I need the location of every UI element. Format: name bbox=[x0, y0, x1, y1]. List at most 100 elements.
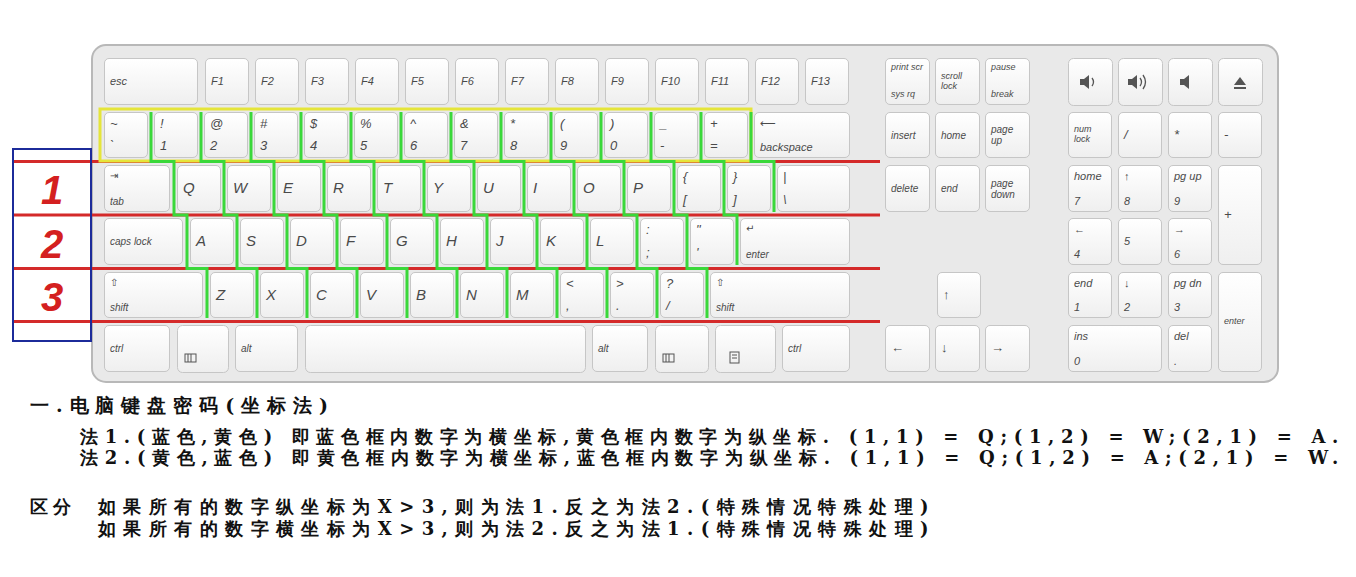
key-legend: 3 bbox=[1174, 301, 1206, 313]
key-cap: C bbox=[310, 272, 354, 318]
key-cap: ↑8 bbox=[1118, 165, 1162, 212]
key-legend: ` bbox=[110, 139, 142, 153]
key-legend: L bbox=[596, 233, 628, 250]
key-legend: T bbox=[383, 180, 415, 197]
key-cap: #3 bbox=[254, 112, 298, 158]
key-cap: / bbox=[1118, 112, 1162, 158]
key-legend: . bbox=[1174, 355, 1206, 367]
speaker-icon bbox=[1128, 75, 1137, 89]
key-legend: ] bbox=[733, 193, 765, 207]
key-cap: ↓ bbox=[935, 325, 980, 372]
key-legend: V bbox=[366, 287, 398, 304]
row-number: 1 bbox=[14, 168, 90, 212]
key-cap: D bbox=[290, 218, 334, 265]
sound-wave bbox=[1092, 78, 1094, 86]
key-cap: pg up9 bbox=[1168, 165, 1212, 212]
key-cap: esc bbox=[104, 58, 198, 105]
key-legend: & bbox=[460, 117, 492, 131]
key-legend: 5 bbox=[1124, 235, 1156, 247]
key-cap: ^6 bbox=[404, 112, 448, 158]
key-legend: S bbox=[246, 233, 278, 250]
eject-bar bbox=[1234, 87, 1246, 89]
key-cap: <, bbox=[560, 272, 604, 318]
key-legend: A bbox=[196, 233, 228, 250]
mute-key bbox=[1169, 59, 1213, 106]
key-cap: S bbox=[240, 218, 284, 265]
key-legend: F1 bbox=[211, 75, 243, 87]
key-legend: end bbox=[941, 183, 974, 194]
key-legend: ↑ bbox=[943, 288, 975, 302]
key-legend: Q bbox=[183, 180, 215, 197]
key-cap: M bbox=[510, 272, 554, 318]
key-cap: ↵enter bbox=[740, 218, 850, 265]
column-line bbox=[201, 112, 257, 318]
key-cap: page up bbox=[985, 112, 1030, 158]
key-legend: 6 bbox=[1174, 248, 1206, 260]
key-legend: - bbox=[660, 139, 692, 153]
key-cap: "' bbox=[690, 218, 734, 265]
key-legend: : bbox=[646, 223, 678, 237]
column-line bbox=[251, 112, 307, 318]
key-cap: H bbox=[440, 218, 484, 265]
key-legend: % bbox=[360, 117, 392, 131]
key-legend: . bbox=[616, 299, 648, 313]
eject-icon bbox=[1234, 77, 1246, 85]
sound-wave bbox=[1140, 75, 1146, 89]
key-legend: " bbox=[696, 223, 728, 237]
key-cap: ←4 bbox=[1068, 218, 1112, 265]
key-legend: num lock bbox=[1074, 125, 1106, 145]
key-legend: F11 bbox=[711, 75, 743, 87]
key-cap: enter bbox=[1218, 272, 1262, 372]
key-legend: ^ bbox=[410, 117, 442, 131]
key-legend: ctrl bbox=[110, 343, 164, 354]
key-cap: A bbox=[190, 218, 234, 265]
key-legend: ← bbox=[1074, 223, 1106, 235]
key-cap: print scrsys rq bbox=[885, 58, 930, 105]
key-legend: F10 bbox=[661, 75, 693, 87]
key-cap: delete bbox=[885, 165, 930, 212]
key-legend: 9 bbox=[1174, 195, 1206, 207]
key-cap: alt bbox=[235, 325, 298, 372]
key-legend: 4 bbox=[310, 139, 342, 153]
key-cap: Z bbox=[210, 272, 254, 318]
key-cap: F9 bbox=[605, 58, 649, 105]
key-cap: F2 bbox=[255, 58, 299, 105]
key-legend: G bbox=[396, 233, 428, 250]
key-legend: 2 bbox=[1124, 301, 1156, 313]
key-legend: tab bbox=[110, 196, 164, 207]
key-legend: F12 bbox=[761, 75, 793, 87]
key-legend: pg dn bbox=[1174, 277, 1206, 289]
key-legend: ) bbox=[610, 117, 642, 131]
key-cap: ⇥tab bbox=[104, 165, 170, 212]
key-cap: Q bbox=[177, 165, 221, 212]
key-cap: num lock bbox=[1068, 112, 1112, 158]
key-legend: 9 bbox=[560, 139, 592, 153]
key-legend: 3 bbox=[260, 139, 292, 153]
key-cap: |\ bbox=[777, 165, 850, 212]
note-text: 法1.(蓝色,黄色) 即蓝色框内数字为横坐标,黄色框内数字为纵坐标. (1,1)… bbox=[80, 427, 1345, 447]
key-cap: }] bbox=[727, 165, 771, 212]
key-legend: shift bbox=[716, 302, 844, 313]
key-legend: → bbox=[991, 341, 1024, 355]
key-legend: F5 bbox=[411, 75, 443, 87]
key-legend: ⇧ bbox=[110, 277, 197, 288]
number-row-frame bbox=[100, 109, 751, 161]
key-legend: alt bbox=[598, 343, 642, 354]
volume-key bbox=[1119, 59, 1163, 106]
key-legend: 7 bbox=[460, 139, 492, 153]
key-legend: ⟵ bbox=[760, 117, 844, 129]
key-legend: F8 bbox=[561, 75, 593, 87]
key-legend: enter bbox=[746, 249, 844, 260]
key-cap: $4 bbox=[304, 112, 348, 158]
key-legend: sys rq bbox=[891, 90, 924, 100]
key-cap: ~` bbox=[104, 112, 148, 158]
key-cap: home7 bbox=[1068, 165, 1112, 212]
key-legend: = bbox=[710, 139, 742, 153]
key-legend: | bbox=[783, 170, 844, 184]
key-cap: →6 bbox=[1168, 218, 1212, 265]
key-legend: K bbox=[546, 233, 578, 250]
key-legend: J bbox=[496, 233, 528, 250]
key-cap: F5 bbox=[405, 58, 449, 105]
key-cap: J bbox=[490, 218, 534, 265]
key-cap: T bbox=[377, 165, 421, 212]
